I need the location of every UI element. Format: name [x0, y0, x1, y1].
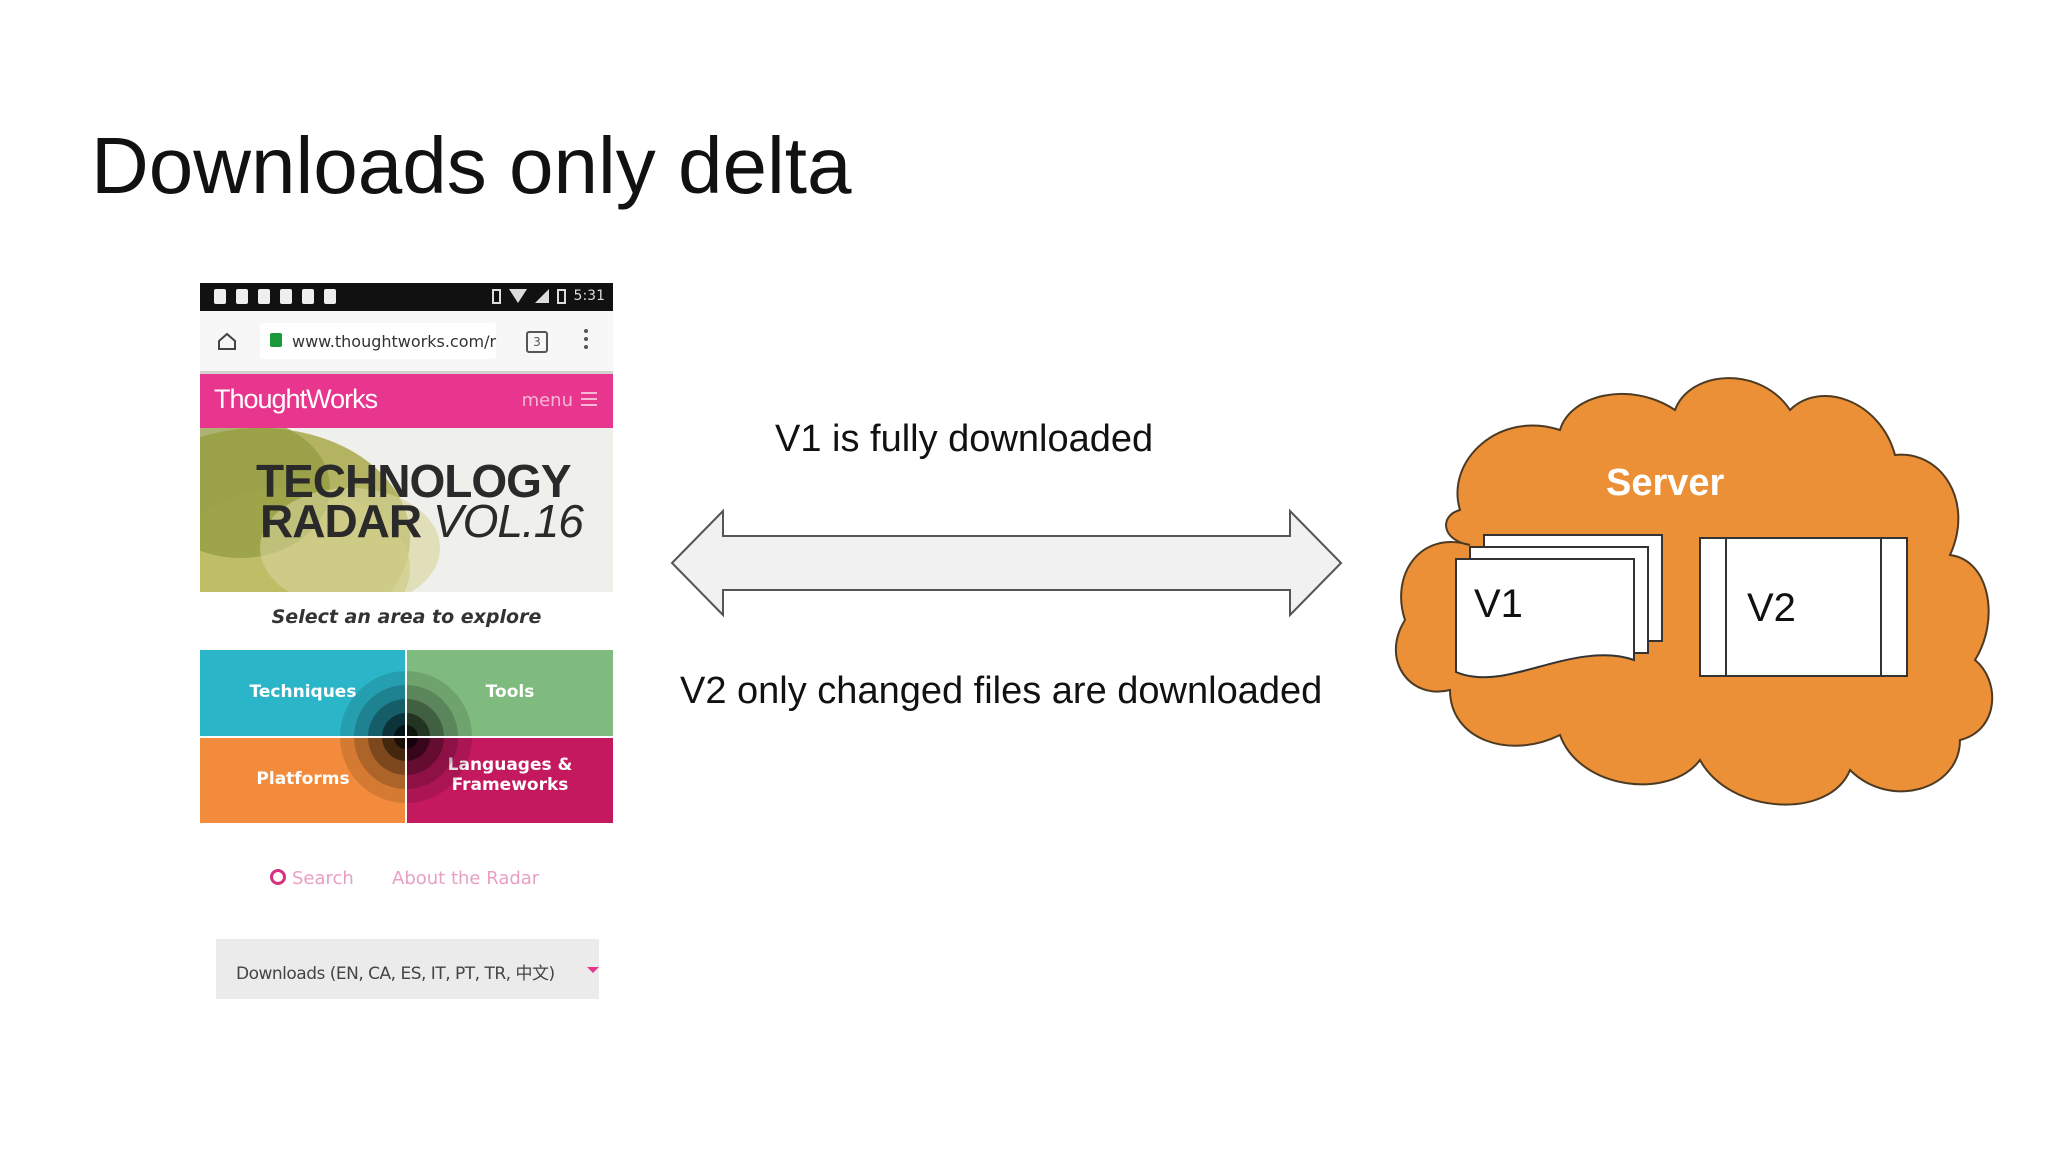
slide-title: Downloads only delta: [91, 121, 852, 210]
hero-shapes: [200, 428, 440, 592]
menu-button[interactable]: menu: [522, 390, 597, 411]
quadrant-label: Platforms: [256, 769, 350, 789]
hero-volume: VOL.16: [432, 495, 584, 547]
phone-screenshot: 5:31 www.thoughtworks.com/r 3 ThoughtWor…: [200, 283, 613, 1001]
quadrant-label: Frameworks: [451, 775, 569, 795]
overflow-menu-icon[interactable]: [584, 329, 588, 353]
server-cloud: [1394, 377, 1994, 806]
notification-icons: [214, 289, 336, 304]
quadrant-platforms[interactable]: Platforms: [200, 737, 406, 823]
hero-radar-word: RADAR: [260, 495, 422, 547]
footer-links: Search About the Radar: [200, 868, 613, 898]
site-header: ThoughtWorks menu: [200, 374, 613, 428]
download-icon: [258, 289, 270, 304]
battery-icon: [556, 288, 566, 304]
v2-label: V2: [1747, 586, 1796, 630]
menu-label: menu: [521, 390, 573, 411]
caption-v2-delta-download: V2 only changed files are downloaded: [680, 670, 1323, 712]
double-arrow: [670, 508, 1343, 618]
url-text: www.thoughtworks.com/r: [292, 332, 497, 351]
status-bar: 5:31: [200, 283, 613, 311]
hero-subtitle: RADAR VOL.16: [260, 494, 584, 548]
home-icon[interactable]: [217, 331, 237, 351]
v1-document-stack: [1455, 534, 1663, 679]
hero-banner: TECHNOLOGY RADAR VOL.16: [200, 428, 613, 592]
v1-label: V1: [1474, 582, 1523, 626]
quadrant-languages-frameworks[interactable]: Languages & Frameworks: [407, 737, 613, 823]
notification-icon: [236, 289, 248, 304]
vibrate-icon: [491, 288, 501, 304]
play-icon: [324, 289, 336, 304]
status-time: 5:31: [573, 288, 605, 304]
downloads-dropdown[interactable]: Downloads (EN, CA, ES, IT, PT, TR, 中文): [216, 939, 599, 999]
notification-icon: [302, 289, 314, 304]
hero-title: TECHNOLOGY: [256, 455, 572, 507]
radar-center-graphic: [200, 650, 613, 823]
hamburger-icon: [581, 391, 597, 410]
v2-box: [1699, 537, 1908, 677]
search-link[interactable]: Search: [270, 868, 354, 889]
search-icon: [270, 869, 286, 885]
thoughtworks-logo[interactable]: ThoughtWorks: [214, 384, 378, 414]
system-status-icons: 5:31: [491, 288, 605, 304]
quadrant-label: Languages &: [447, 755, 573, 775]
notification-icon: [214, 289, 226, 304]
quadrant-label: Techniques: [249, 682, 357, 702]
server-label: Server: [1606, 462, 1725, 504]
explore-prompt: Select an area to explore: [271, 606, 542, 628]
caret-down-icon: [587, 967, 599, 973]
quadrant-techniques[interactable]: Techniques: [200, 650, 406, 736]
signal-icon: [534, 289, 549, 303]
about-radar-link[interactable]: About the Radar: [392, 868, 540, 889]
quadrant-label: Tools: [485, 682, 535, 702]
lock-icon: [270, 333, 282, 347]
tab-switcher-button[interactable]: 3: [526, 331, 548, 353]
quadrant-tools[interactable]: Tools: [407, 650, 613, 736]
search-link-label: Search: [292, 868, 354, 889]
downloads-label: Downloads (EN, CA, ES, IT, PT, TR, 中文): [236, 964, 555, 984]
notification-icon: [280, 289, 292, 304]
wifi-icon: [508, 289, 527, 303]
address-bar[interactable]: www.thoughtworks.com/r: [260, 323, 496, 359]
browser-toolbar: www.thoughtworks.com/r 3: [200, 311, 613, 374]
caption-v1-full-download: V1 is fully downloaded: [775, 418, 1154, 460]
